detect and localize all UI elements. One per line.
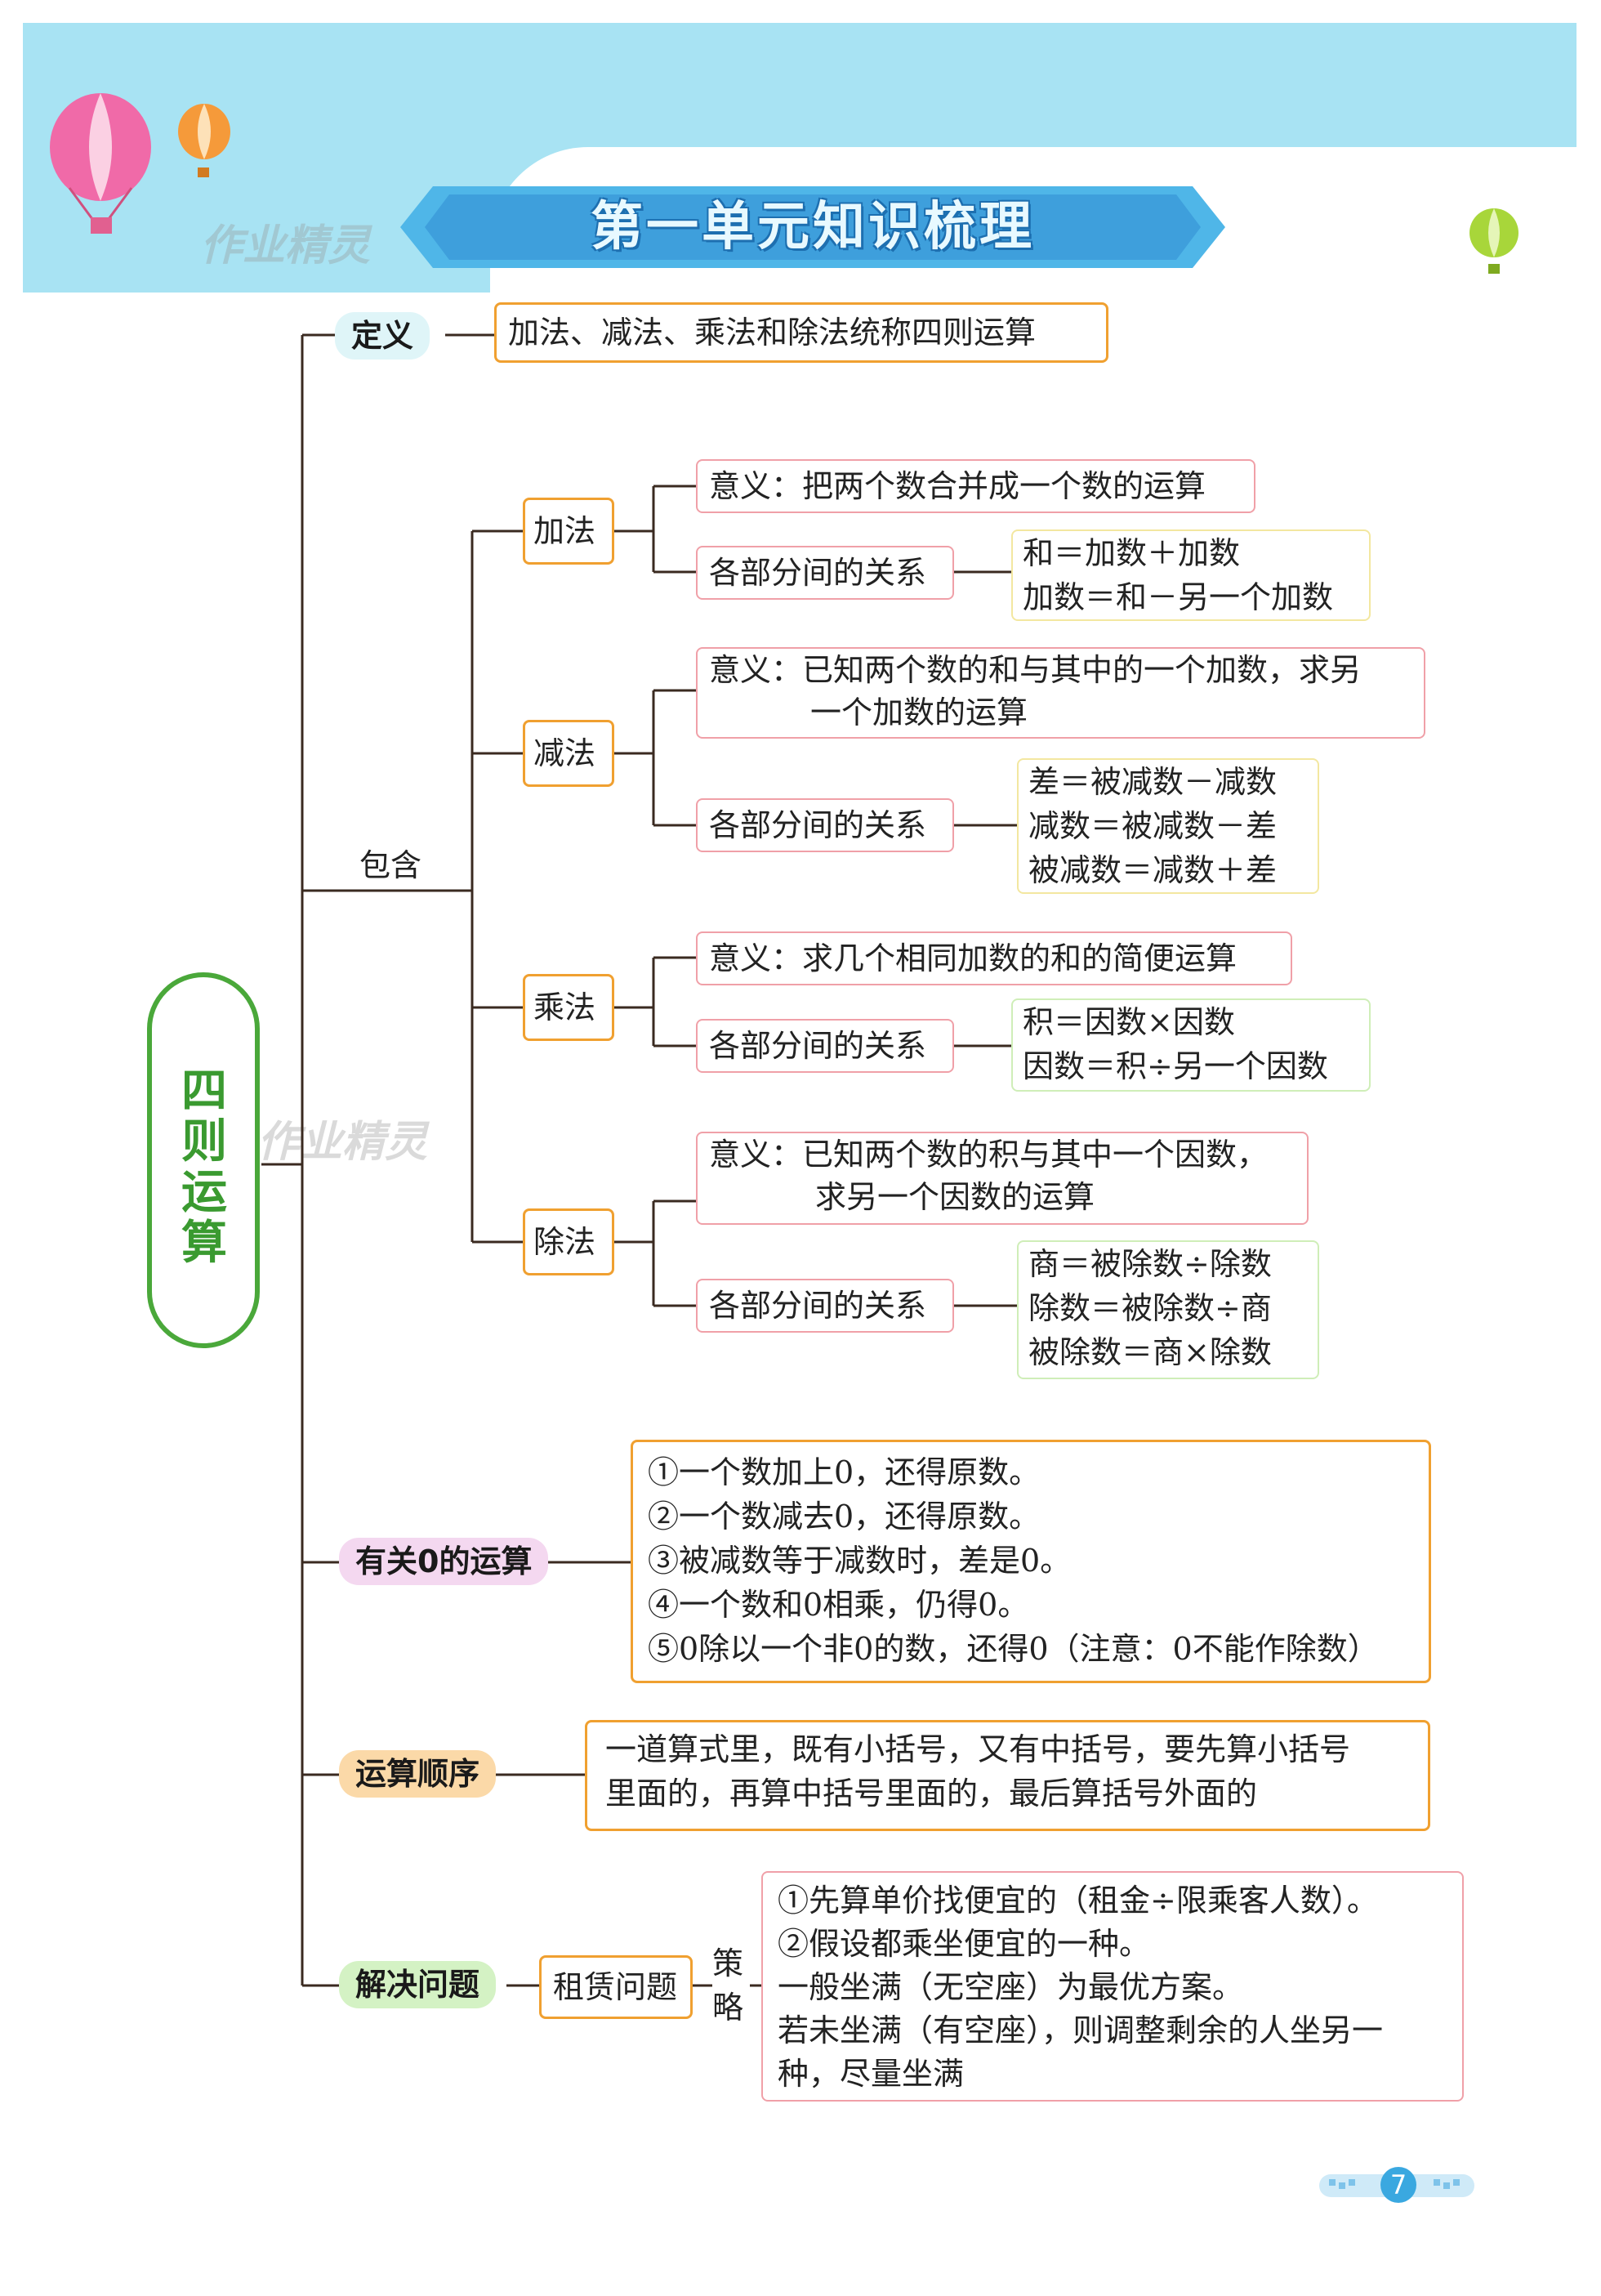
relation-line: 加数＝和－另一个加数	[1023, 579, 1334, 615]
rule-line: ⑤0除以一个非0的数，还得0（注意：0不能作除数）	[648, 1631, 1379, 1667]
page-title: 第一单元知识梳理	[591, 197, 1035, 257]
center-node-label: 四则运算	[181, 1065, 227, 1270]
strategy-line: ②假设都乘坐便宜的一种。	[778, 1926, 1151, 1962]
strategy-label: 策略	[712, 1945, 744, 2026]
strategy-line: 若未坐满（有空座），则调整剩余的人坐另一	[778, 2012, 1384, 2048]
strategy-line: 种，尽量坐满	[778, 2056, 965, 2092]
meaning-line: 求另一个因数的运算	[815, 1179, 1095, 1215]
division-relations: 商＝被除数÷除数 除数＝被除数÷商 被除数＝商×除数	[1017, 1240, 1319, 1379]
title-banner	[400, 186, 1225, 268]
definition-tag: 定义	[335, 312, 430, 360]
strategy-line: ①先算单价找便宜的（租金÷限乘客人数）。	[778, 1883, 1378, 1919]
addition-meaning: 意义：把两个数合并成一个数的运算	[696, 459, 1255, 513]
multiplication-relations: 积＝因数×因数 因数＝积÷另一个因数	[1011, 998, 1371, 1092]
order-line: 一道算式里，既有小括号，又有中括号，要先算小括号	[605, 1731, 1351, 1767]
rental-problem-node: 租赁问题	[539, 1955, 693, 2019]
relation-line: 减数＝被减数－差	[1028, 808, 1278, 844]
contains-label: 包含	[359, 847, 422, 883]
rule-line: ①一个数加上0，还得原数。	[648, 1454, 1041, 1490]
relation-line: 商＝被除数÷除数	[1028, 1246, 1272, 1282]
strategy-line: 一般坐满（无空座）为最优方案。	[778, 1969, 1244, 2005]
relation-line: 除数＝被除数÷商	[1028, 1290, 1272, 1326]
balloon-icon-small	[178, 104, 230, 177]
balloon-icon	[50, 93, 151, 234]
operation-order-tag: 运算顺序	[339, 1750, 497, 1798]
center-node	[147, 972, 260, 1348]
multiplication-meaning: 意义：求几个相同加数的和的简便运算	[696, 931, 1292, 985]
rule-line: ②一个数减去0，还得原数。	[648, 1499, 1041, 1534]
zero-operations-tag: 有关0的运算	[339, 1538, 549, 1585]
relation-line: 差＝被减数－减数	[1028, 764, 1278, 800]
meaning-line: 意义：已知两个数的和与其中的一个加数，求另	[709, 652, 1362, 688]
rule-line: ③被减数等于减数时，差是0。	[648, 1543, 1072, 1579]
multiplication-node: 乘法	[523, 974, 614, 1041]
subtraction-relation-label: 各部分间的关系	[696, 798, 954, 852]
strategy-box: ①先算单价找便宜的（租金÷限乘客人数）。 ②假设都乘坐便宜的一种。 一般坐满（无…	[761, 1871, 1464, 2102]
relation-line: 和＝加数＋加数	[1023, 535, 1241, 571]
addition-relation-label: 各部分间的关系	[696, 546, 954, 600]
relation-line: 因数＝积÷另一个因数	[1023, 1048, 1328, 1084]
division-node: 除法	[523, 1208, 614, 1275]
problem-solving-tag: 解决问题	[339, 1961, 497, 2008]
division-relation-label: 各部分间的关系	[696, 1279, 954, 1333]
division-meaning: 意义：已知两个数的积与其中一个因数， 求另一个因数的运算	[696, 1132, 1309, 1225]
definition-box: 加法、减法、乘法和除法统称四则运算	[494, 302, 1108, 363]
watermark: 作业精灵	[200, 221, 371, 270]
subtraction-relations: 差＝被减数－减数 减数＝被减数－差 被减数＝减数＋差	[1017, 758, 1319, 894]
addition-node: 加法	[523, 498, 614, 565]
order-line: 里面的，再算中括号里面的，最后算括号外面的	[605, 1776, 1258, 1811]
addition-relations: 和＝加数＋加数 加数＝和－另一个加数	[1011, 529, 1371, 621]
relation-line: 被减数＝减数＋差	[1028, 852, 1278, 888]
operation-order-box: 一道算式里，既有小括号，又有中括号，要先算小括号 里面的，再算中括号里面的，最后…	[585, 1720, 1430, 1831]
balloon-icon-green	[1469, 208, 1518, 274]
subtraction-node: 减法	[523, 720, 614, 787]
meaning-line: 意义：已知两个数的积与其中一个因数，	[709, 1137, 1269, 1173]
watermark: 作业精灵	[257, 1118, 428, 1167]
page-number: 7	[1380, 2167, 1416, 2203]
relation-line: 被除数＝商×除数	[1028, 1334, 1272, 1370]
rule-line: ④一个数和0相乘，仍得0。	[648, 1587, 1029, 1623]
multiplication-relation-label: 各部分间的关系	[696, 1019, 954, 1073]
relation-line: 积＝因数×因数	[1023, 1004, 1235, 1040]
subtraction-meaning: 意义：已知两个数的和与其中的一个加数，求另 一个加数的运算	[696, 647, 1425, 739]
zero-operations-box: ①一个数加上0，还得原数。 ②一个数减去0，还得原数。 ③被减数等于减数时，差是…	[631, 1440, 1431, 1683]
meaning-line: 一个加数的运算	[810, 695, 1028, 730]
